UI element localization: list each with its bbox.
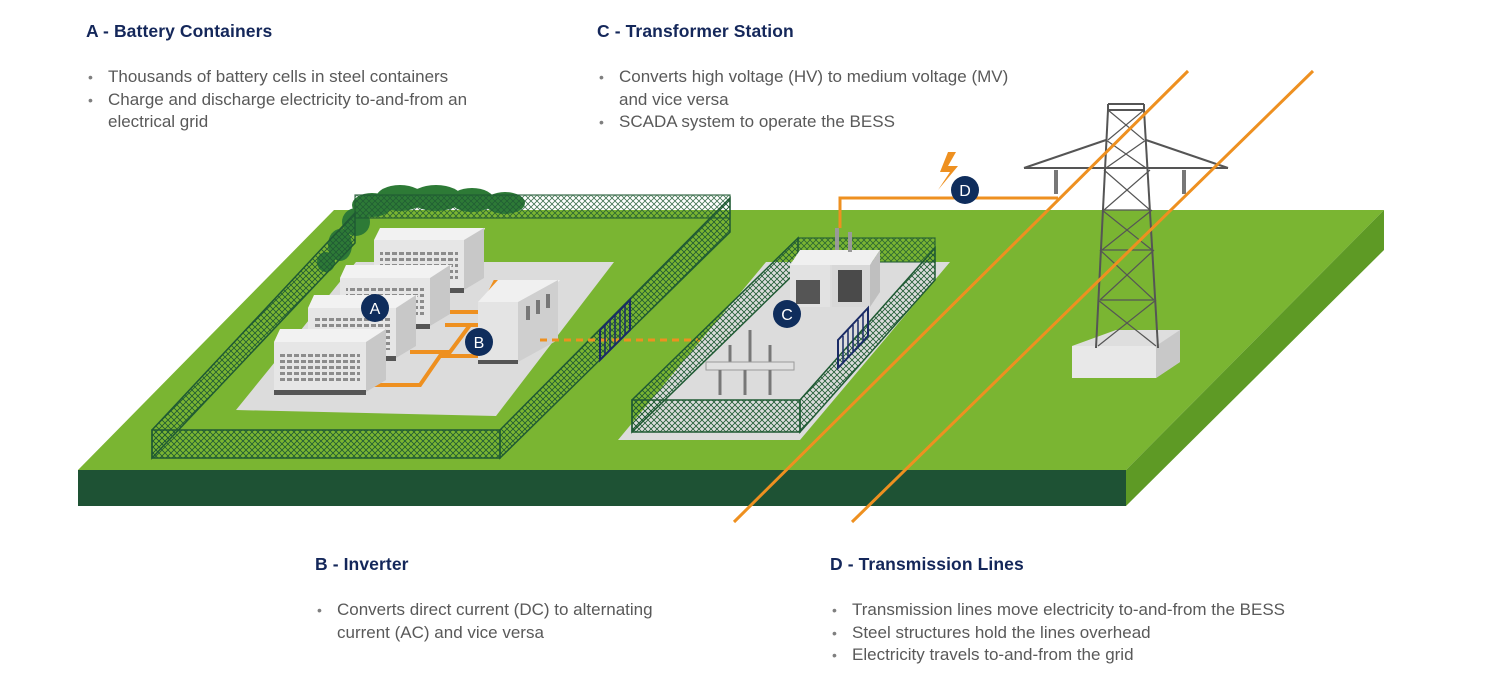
section-inverter: B - Inverter Converts direct current (DC… [315,554,675,644]
bullet-list: Transmission lines move electricity to-a… [830,599,1390,667]
battery-container [274,329,386,395]
marker-a-label: A [370,301,381,318]
section-title: A - Battery Containers [86,21,273,41]
marker-c-label: C [781,307,793,324]
transformer [790,228,880,307]
section-battery-containers: A - Battery Containers Thousands of batt… [86,21,506,134]
yard-gate [599,297,631,363]
marker-c: C [773,300,801,328]
bullet-list: Converts high voltage (HV) to medium vol… [597,66,1027,134]
feeder-line [838,196,1058,228]
battery-containers [274,228,485,395]
bullet-item: Thousands of battery cells in steel cont… [86,66,506,89]
transmission-lines [732,69,1315,524]
bullet-item: Electricity travels to-and-from the grid [830,644,1390,667]
bullet-item: Converts direct current (DC) to alternat… [315,599,675,644]
marker-d: D [951,176,979,204]
marker-b-label: B [474,335,485,352]
bullet-item: Transmission lines move electricity to-a… [830,599,1390,622]
transmission-tower [1023,103,1229,349]
marker-d-label: D [959,183,971,200]
marker-b: B [465,328,493,356]
section-title: D - Transmission Lines [830,554,1024,574]
tower-foundation [1072,330,1180,378]
bullet-list: Thousands of battery cells in steel cont… [86,66,506,134]
section-title: B - Inverter [315,554,409,574]
section-title: C - Transformer Station [597,21,794,41]
section-transmission-lines: D - Transmission Lines Transmission line… [830,554,1390,667]
lightning-icon [938,152,958,190]
marker-a: A [361,294,389,322]
bullet-item: SCADA system to operate the BESS [597,111,1027,134]
bullet-list: Converts direct current (DC) to alternat… [315,599,675,644]
transformer-gate [837,305,869,371]
switchgear [705,330,795,395]
bullet-item: Converts high voltage (HV) to medium vol… [597,66,1027,111]
bullet-item: Steel structures hold the lines overhead [830,622,1390,645]
bullet-item: Charge and discharge electricity to-and-… [86,89,506,134]
section-transformer-station: C - Transformer Station Converts high vo… [597,21,1027,134]
